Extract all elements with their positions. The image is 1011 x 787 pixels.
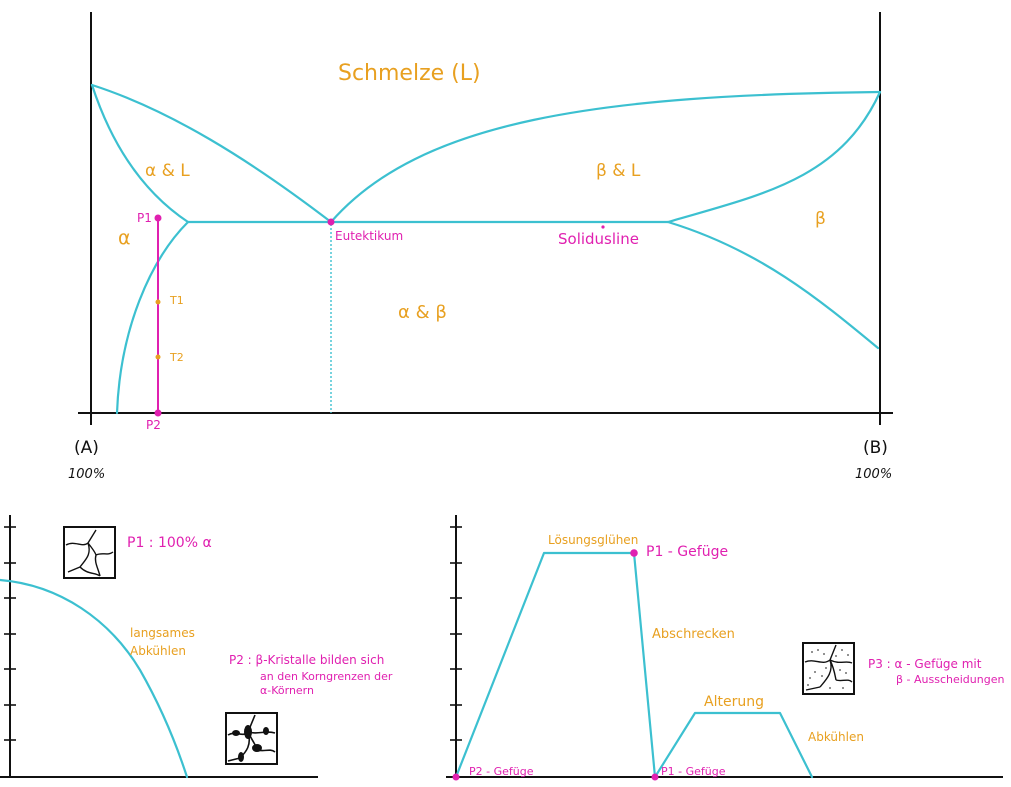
phase-diagram: Schmelze (L) α & L β & L α β α & β Eutek… (68, 12, 893, 482)
t1-label: T1 (169, 294, 184, 307)
p2-structure-line-1: P2 : β-Kristalle bilden sich (229, 653, 384, 667)
t2-label: T2 (169, 351, 184, 364)
p1-structure-bottom-label: P1 - Gefüge (661, 765, 726, 778)
alpha-beta-micrograph (225, 712, 278, 765)
precipitate-micrograph (802, 642, 855, 695)
t2-marker (155, 354, 161, 360)
p1-structure-treatment-label: P1 - Gefüge (646, 544, 728, 560)
solution-annealing-label: Lösungsglühen (548, 533, 638, 547)
solidus-alpha (90, 83, 190, 224)
alpha-liquid-label: α & L (145, 161, 190, 181)
quenching-label: Abschrecken (652, 627, 735, 642)
component-b-label: (B) (863, 438, 888, 458)
solidus-label: Solidusline (558, 230, 639, 248)
cooling-curve (0, 578, 189, 779)
p1-quenched-marker (651, 773, 659, 781)
p2-structure-line-3: α-Körnern (260, 684, 314, 697)
heat-treatment-chart: Lösungsglühen P1 - Gefüge Abschrecken Al… (446, 515, 1004, 781)
component-b-percent: 100% (855, 467, 892, 482)
p2-start-marker (452, 773, 460, 781)
solidus-dot (601, 225, 605, 229)
cooling-y-ticks (4, 526, 16, 741)
slow-cooling-label-1: langsames (130, 626, 195, 640)
eutectic-point (327, 218, 335, 226)
p2-marker (154, 409, 162, 417)
p2-structure-bottom-label: P2 - Gefüge (469, 765, 534, 778)
p1-label: P1 (137, 211, 152, 225)
beta-label: β (815, 209, 826, 229)
treatment-y-ticks (450, 526, 462, 741)
p2-structure-line-2: an den Korngrenzen der (260, 670, 393, 683)
component-a-label: (A) (74, 438, 99, 458)
cooling-chart: P1 : 100% α langsames Abkühlen P2 : β-Kr… (0, 515, 393, 779)
solvus-alpha (115, 220, 190, 415)
alpha-grain-micrograph (63, 526, 116, 579)
alpha-label: α (118, 227, 131, 249)
solidus-beta-upper (666, 90, 882, 224)
cooling-label: Abkühlen (808, 730, 864, 744)
beta-liquid-label: β & L (596, 161, 641, 181)
p1-structure-label: P1 : 100% α (127, 535, 212, 551)
eutectic-label: Eutektikum (335, 229, 403, 243)
p1-treatment-marker (630, 549, 638, 557)
heat-treatment-curve (454, 551, 814, 779)
liquidus-left-upper (90, 83, 333, 224)
t1-marker (155, 299, 161, 305)
p1-marker (154, 214, 162, 222)
solvus-beta (666, 220, 880, 350)
slow-cooling-label-2: Abkühlen (130, 644, 186, 658)
liquidus-right (329, 90, 882, 224)
p2-label: P2 (146, 418, 161, 432)
component-a-percent: 100% (68, 467, 105, 482)
melt-label: Schmelze (L) (338, 61, 481, 86)
alpha-beta-label: α & β (398, 302, 447, 323)
aging-label: Alterung (704, 694, 764, 710)
p3-structure-line-1: P3 : α - Gefüge mit (868, 657, 982, 671)
p3-structure-line-2: β - Ausscheidungen (896, 673, 1004, 686)
